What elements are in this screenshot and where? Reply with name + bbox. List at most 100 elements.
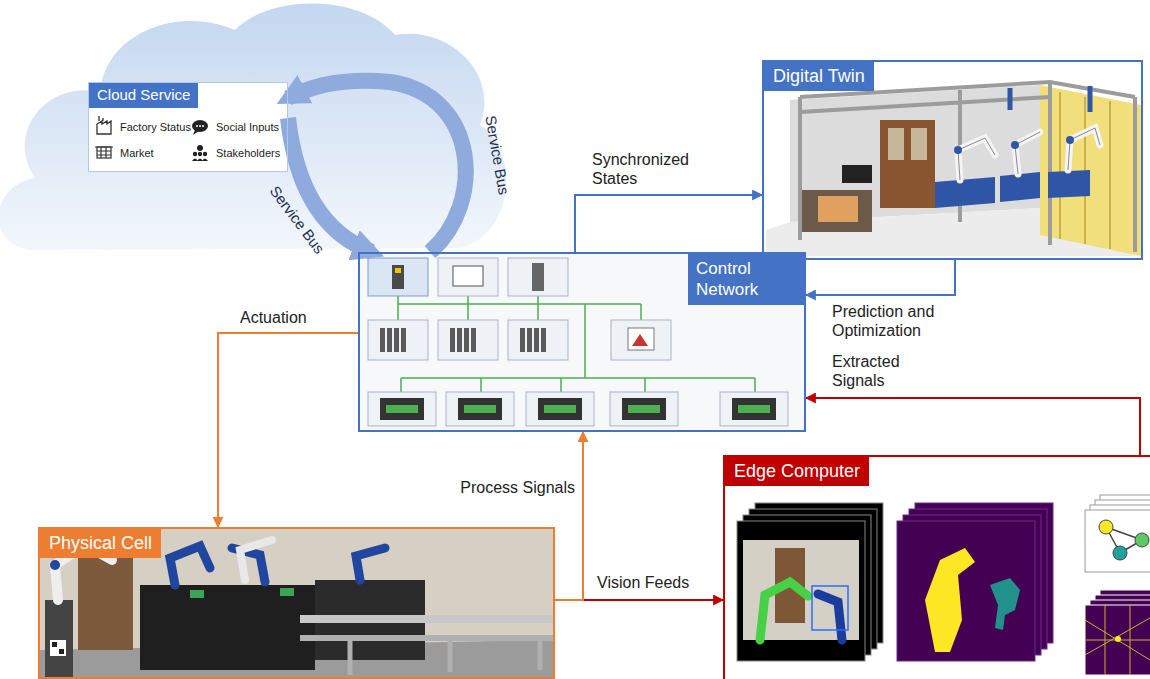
- device-icon: [471, 328, 476, 352]
- market-icon: [95, 147, 113, 158]
- physical-cell-photo: [280, 588, 294, 596]
- label-anchor: Service Bus: [481, 114, 513, 196]
- stakeholder-icon: [203, 152, 207, 156]
- digital-twin-scene: [1066, 136, 1074, 144]
- device-icon: [541, 328, 546, 352]
- digital-twin-scene: [958, 128, 1100, 180]
- device-box: [368, 258, 428, 296]
- physical-cell-photo: [140, 585, 315, 670]
- segmentation-masks: [925, 548, 975, 652]
- cloud-shape: [0, 4, 506, 250]
- device-box: [508, 320, 568, 360]
- device-icon: [458, 398, 502, 420]
- stakeholder-icon: [198, 152, 202, 156]
- digital-twin-scene: [911, 128, 927, 160]
- social-icon: [192, 120, 208, 135]
- stakeholder-icon: [192, 145, 208, 161]
- physical-cell-photo: [50, 640, 66, 656]
- social-icon: [199, 125, 201, 127]
- digital-twin-scene: [935, 177, 995, 208]
- device-box: [526, 392, 594, 426]
- bus-wire: [398, 296, 755, 392]
- edge-label: Vision Feeds: [597, 573, 717, 592]
- edge-label: Process Signals: [430, 478, 575, 497]
- edge-label: Extracted Signals: [832, 352, 932, 390]
- signal-arrow: [806, 398, 1140, 455]
- label-anchor: Synchronized States: [592, 150, 717, 188]
- panel-ground: [358, 252, 806, 432]
- device-icon: [520, 328, 525, 352]
- digital-twin-scene: [1011, 141, 1019, 149]
- control-network-panel: Control Network: [358, 252, 806, 432]
- panel-ground: [88, 60, 1150, 679]
- device-icon: [453, 266, 483, 286]
- panel-ground: [762, 60, 1143, 260]
- physical-cell-photo: [350, 641, 540, 675]
- label-anchor: Process Signals: [430, 478, 575, 497]
- item-label: Market: [96, 144, 192, 162]
- digital-twin-scene: [766, 82, 1141, 256]
- device-icon: [464, 405, 496, 413]
- device-box: [610, 392, 678, 426]
- digital-twin-scene: [1048, 170, 1090, 198]
- social-icon: [196, 125, 198, 127]
- bus-wire: [401, 304, 755, 392]
- factory-icon: [97, 116, 111, 134]
- digital-twin-scene: [842, 165, 872, 183]
- vision-frames: [743, 540, 859, 640]
- physical-cell-photo: [300, 615, 555, 623]
- physical-cell-photo: [50, 560, 60, 570]
- device-icon: [538, 398, 582, 420]
- heatmap-cards: [1115, 636, 1121, 642]
- digital-twin-panel: Digital Twin: [762, 60, 1143, 260]
- device-icon: [527, 328, 532, 352]
- item-grid: Factory StatusSocial InputsMarketStakeho…: [96, 118, 287, 162]
- label-anchor: Extracted Signals: [832, 352, 932, 390]
- physical-cell-photo: [190, 590, 204, 598]
- edge-label: Actuation: [240, 308, 340, 327]
- device-box: [611, 320, 671, 360]
- panel-title: Control Network: [688, 254, 804, 305]
- device-box: [508, 258, 568, 296]
- device-box: [438, 320, 498, 360]
- factory-icon: [97, 121, 111, 134]
- device-icon: [544, 405, 576, 413]
- panel-title: Cloud Service: [89, 83, 198, 108]
- vision-frames: [812, 586, 848, 630]
- label-anchor: Vision Feeds: [597, 573, 717, 592]
- label-anchor: Actuation: [240, 308, 340, 327]
- label-anchor: Service Bus: [266, 183, 329, 258]
- bus-label: Service Bus: [481, 114, 513, 196]
- vision-frames: [818, 594, 842, 640]
- panel-ground: [88, 82, 288, 172]
- stakeholder-icon: [197, 145, 203, 151]
- device-icon: [450, 328, 455, 352]
- factory-icon: [99, 116, 103, 121]
- service-bus-arrow: [288, 81, 466, 252]
- digital-twin-scene: [954, 146, 962, 154]
- stakeholder-icon: [193, 152, 197, 156]
- device-icon: [395, 268, 401, 273]
- device-box: [368, 392, 436, 426]
- segmentation-masks: [990, 578, 1020, 630]
- physical-cell-photo: [52, 642, 64, 654]
- device-icon: [386, 405, 418, 413]
- graph-cards: [1085, 510, 1150, 572]
- device-icon: [532, 263, 544, 291]
- digital-twin-scene: [958, 128, 1100, 180]
- physical-cell-photo: [38, 527, 555, 679]
- heatmap-cards: [1085, 605, 1150, 675]
- panel-title: Edge Computer: [725, 457, 869, 486]
- graph-cards: [1099, 520, 1113, 534]
- device-icon: [380, 398, 424, 420]
- physical-cell-photo: [170, 546, 385, 585]
- vision-frames: [737, 521, 865, 661]
- device-icon: [380, 328, 385, 352]
- signal-arrow: [806, 260, 955, 295]
- digital-twin-scene: [880, 120, 935, 208]
- bus-label: Service Bus: [266, 183, 329, 258]
- segmentation-masks: [897, 503, 1053, 661]
- device-icon: [628, 405, 660, 413]
- item-label: Social Inputs: [192, 118, 288, 136]
